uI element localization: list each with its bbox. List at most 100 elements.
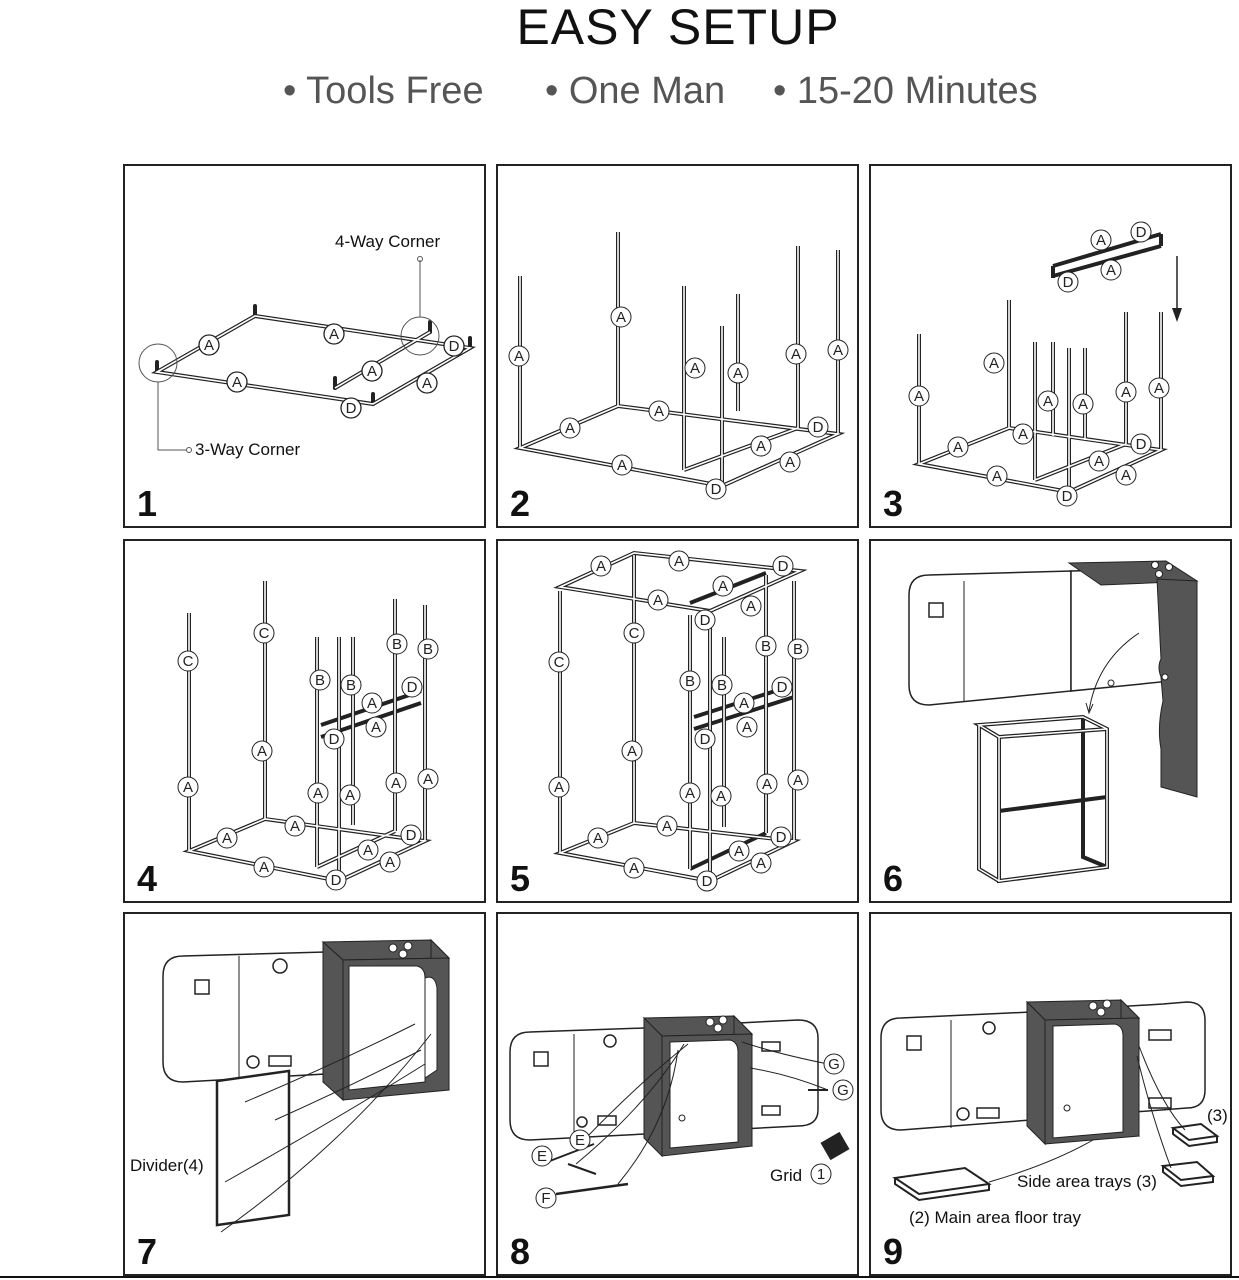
svg-text:A: A <box>627 743 637 760</box>
svg-text:A: A <box>756 855 766 872</box>
step-7-divider-diagram <box>162 938 451 1233</box>
feature-time: • 15-20 Minutes <box>773 70 1038 112</box>
svg-text:A: A <box>367 363 377 380</box>
svg-text:A: A <box>616 309 626 326</box>
svg-text:A: A <box>391 775 401 792</box>
svg-text:D: D <box>406 827 417 844</box>
step-6-number: 6 <box>883 858 904 899</box>
feature-tools-free: • Tools Free <box>283 70 484 112</box>
svg-text:A: A <box>742 719 752 736</box>
svg-text:A: A <box>739 695 749 712</box>
svg-text:A: A <box>422 375 432 392</box>
svg-text:A: A <box>232 374 242 391</box>
svg-text:D: D <box>1063 274 1074 291</box>
feature-list: • Tools Free • One Man • 15-20 Minutes <box>0 70 1239 120</box>
svg-text:A: A <box>685 785 695 802</box>
svg-text:A: A <box>257 743 267 760</box>
step-4-panel: C C B B B B A D A D A A A A A A A A A A … <box>123 539 486 903</box>
svg-text:D: D <box>776 829 787 846</box>
svg-text:B: B <box>793 641 803 658</box>
svg-text:F: F <box>541 1190 550 1207</box>
svg-text:A: A <box>1154 380 1164 397</box>
step-3-frame-diagram: A D A D A A A A A A A A A A A D D <box>908 221 1182 507</box>
svg-text:A: A <box>718 578 728 595</box>
step-5-frame-diagram: A A D A A A D C C B B B B A D A D A A A … <box>548 550 809 892</box>
svg-text:G: G <box>837 1082 849 1099</box>
svg-text:A: A <box>423 771 433 788</box>
side-tray-count-single: (3) <box>1207 1106 1228 1125</box>
svg-text:A: A <box>367 695 377 712</box>
step-2-panel: A A A A A A A A A A A D D 2 <box>496 164 859 528</box>
svg-text:D: D <box>1136 224 1147 241</box>
svg-text:D: D <box>1136 436 1147 453</box>
step-3-panel: A D A D A A A A A A A A A A A D D 3 <box>869 164 1232 528</box>
svg-text:D: D <box>331 872 342 889</box>
divider-label: Divider(4) <box>130 1156 204 1175</box>
svg-text:A: A <box>222 830 232 847</box>
svg-text:C: C <box>183 653 194 670</box>
svg-text:A: A <box>654 403 664 420</box>
svg-text:A: A <box>733 365 743 382</box>
svg-text:A: A <box>989 355 999 372</box>
svg-text:D: D <box>346 400 357 417</box>
svg-text:E: E <box>537 1148 547 1165</box>
svg-text:A: A <box>662 818 672 835</box>
svg-text:D: D <box>329 731 340 748</box>
four-way-corner-label: 4-Way Corner <box>335 232 441 251</box>
three-way-corner-label: 3-Way Corner <box>195 440 301 459</box>
svg-text:A: A <box>565 420 575 437</box>
svg-text:A: A <box>514 348 524 365</box>
svg-text:A: A <box>833 342 843 359</box>
step-8-number: 8 <box>510 1231 531 1272</box>
svg-text:A: A <box>791 346 801 363</box>
page-title: EASY SETUP <box>516 0 840 55</box>
bottom-rule <box>0 1276 1239 1278</box>
svg-text:A: A <box>259 859 269 876</box>
svg-text:A: A <box>653 592 663 609</box>
svg-text:A: A <box>1106 262 1116 279</box>
grid-label: Grid <box>770 1166 803 1185</box>
svg-text:D: D <box>700 612 711 629</box>
svg-text:A: A <box>1078 396 1088 413</box>
svg-text:A: A <box>1018 426 1028 443</box>
svg-text:C: C <box>629 625 640 642</box>
svg-text:B: B <box>717 677 727 694</box>
svg-text:A: A <box>596 558 606 575</box>
svg-text:D: D <box>702 873 713 890</box>
svg-text:A: A <box>371 719 381 736</box>
svg-text:A: A <box>756 438 766 455</box>
svg-text:A: A <box>363 842 373 859</box>
step-1-frame-base-diagram: A A A A A D D <box>138 256 476 453</box>
step-7-panel: Divider(4) 7 <box>123 912 486 1276</box>
svg-text:A: A <box>593 830 603 847</box>
svg-text:A: A <box>204 337 214 354</box>
svg-text:B: B <box>761 638 771 655</box>
svg-text:D: D <box>449 338 460 355</box>
svg-text:A: A <box>793 772 803 789</box>
svg-text:A: A <box>762 776 772 793</box>
step-9-number: 9 <box>883 1231 904 1272</box>
step-4-frame-diagram: C C B B B B A D A D A A A A A A A A A A … <box>177 581 439 891</box>
svg-text:C: C <box>554 654 565 671</box>
step-7-number: 7 <box>137 1231 158 1272</box>
svg-text:A: A <box>385 854 395 871</box>
svg-text:A: A <box>746 598 756 615</box>
svg-text:B: B <box>346 677 356 694</box>
svg-text:B: B <box>315 672 325 689</box>
step-8-grid-diagram: G G E E F 1 <box>509 1014 854 1209</box>
svg-text:A: A <box>313 785 323 802</box>
svg-text:A: A <box>554 779 564 796</box>
svg-text:D: D <box>700 731 711 748</box>
svg-text:A: A <box>914 388 924 405</box>
svg-text:D: D <box>711 481 722 498</box>
svg-text:A: A <box>1094 453 1104 470</box>
step-6-tent-cover-diagram <box>908 560 1199 884</box>
svg-text:B: B <box>423 641 433 658</box>
svg-text:B: B <box>685 673 695 690</box>
svg-text:A: A <box>1121 384 1131 401</box>
step-6-panel: 6 <box>869 539 1232 903</box>
svg-text:G: G <box>828 1056 840 1073</box>
svg-text:A: A <box>1043 393 1053 410</box>
step-5-number: 5 <box>510 858 531 899</box>
svg-text:A: A <box>617 457 627 474</box>
